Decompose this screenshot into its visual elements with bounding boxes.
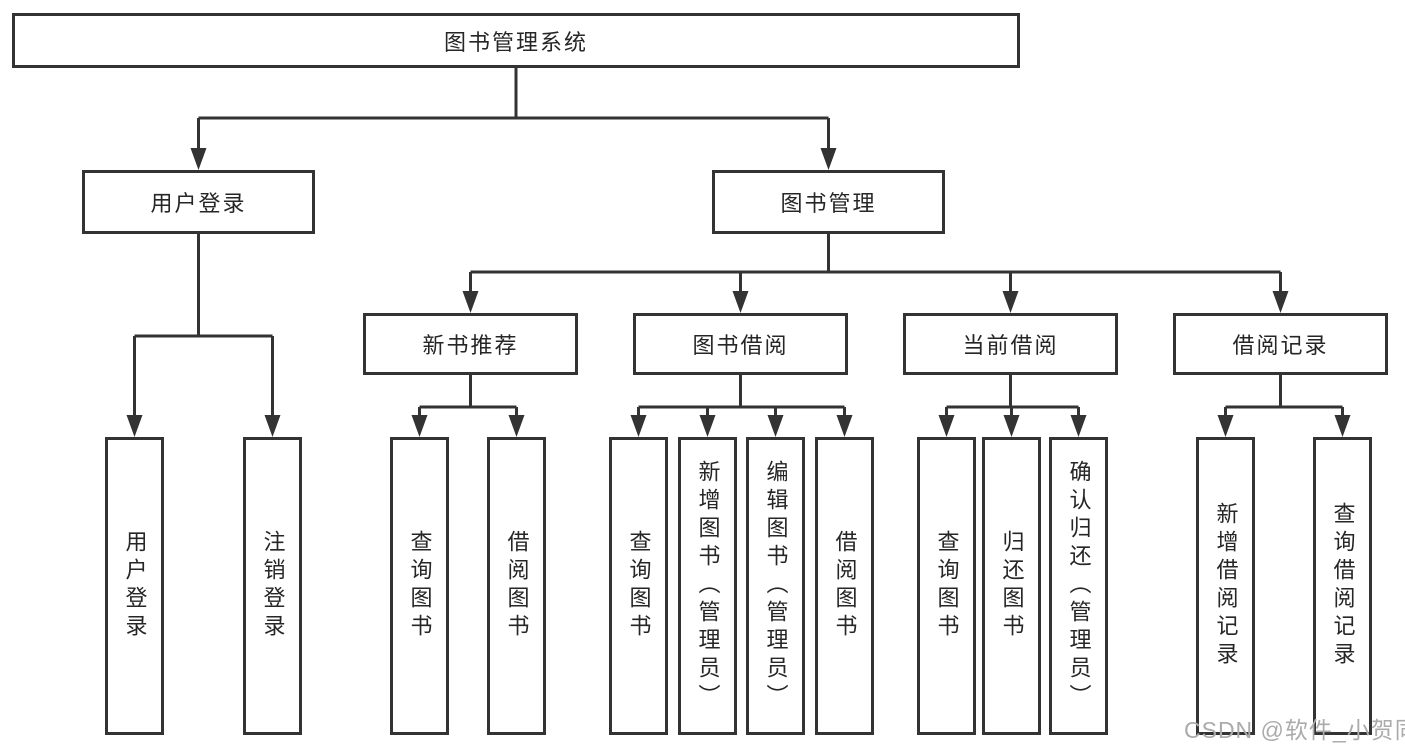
node-root: 图书管理系统 bbox=[12, 13, 1020, 68]
leaf-borrow-books: 借阅图书 bbox=[815, 437, 874, 735]
leaf-borrow-books-recommend: 借阅图书 bbox=[487, 437, 546, 735]
node-new-book-recommend: 新书推荐 bbox=[363, 313, 578, 375]
leaf-return-books: 归还图书 bbox=[982, 437, 1041, 735]
node-current-borrow: 当前借阅 bbox=[903, 313, 1118, 375]
node-user-login: 用户登录 bbox=[82, 170, 315, 234]
leaf-confirm-return-admin: 确认归还（管理员） bbox=[1049, 437, 1108, 735]
leaf-edit-books-admin: 编辑图书（管理员） bbox=[746, 437, 805, 735]
arrowheads bbox=[126, 148, 1351, 437]
leaf-add-books-admin: 新增图书（管理员） bbox=[678, 437, 737, 735]
node-book-management: 图书管理 bbox=[712, 170, 945, 234]
node-borrow-records: 借阅记录 bbox=[1173, 313, 1388, 375]
leaf-logout: 注销登录 bbox=[243, 437, 302, 735]
leaf-add-borrow-record: 新增借阅记录 bbox=[1196, 437, 1255, 735]
node-book-borrow: 图书借阅 bbox=[633, 313, 848, 375]
leaf-query-borrow-record: 查询借阅记录 bbox=[1313, 437, 1372, 735]
tree-edges bbox=[133, 68, 1344, 417]
leaf-query-books-borrow: 查询图书 bbox=[609, 437, 668, 735]
csdn-watermark: CSDN @软件_小贺同学 bbox=[1184, 717, 1405, 743]
leaf-user-login: 用户登录 bbox=[105, 437, 164, 735]
leaf-query-books-recommend: 查询图书 bbox=[390, 437, 449, 735]
leaf-query-books-current: 查询图书 bbox=[917, 437, 976, 735]
